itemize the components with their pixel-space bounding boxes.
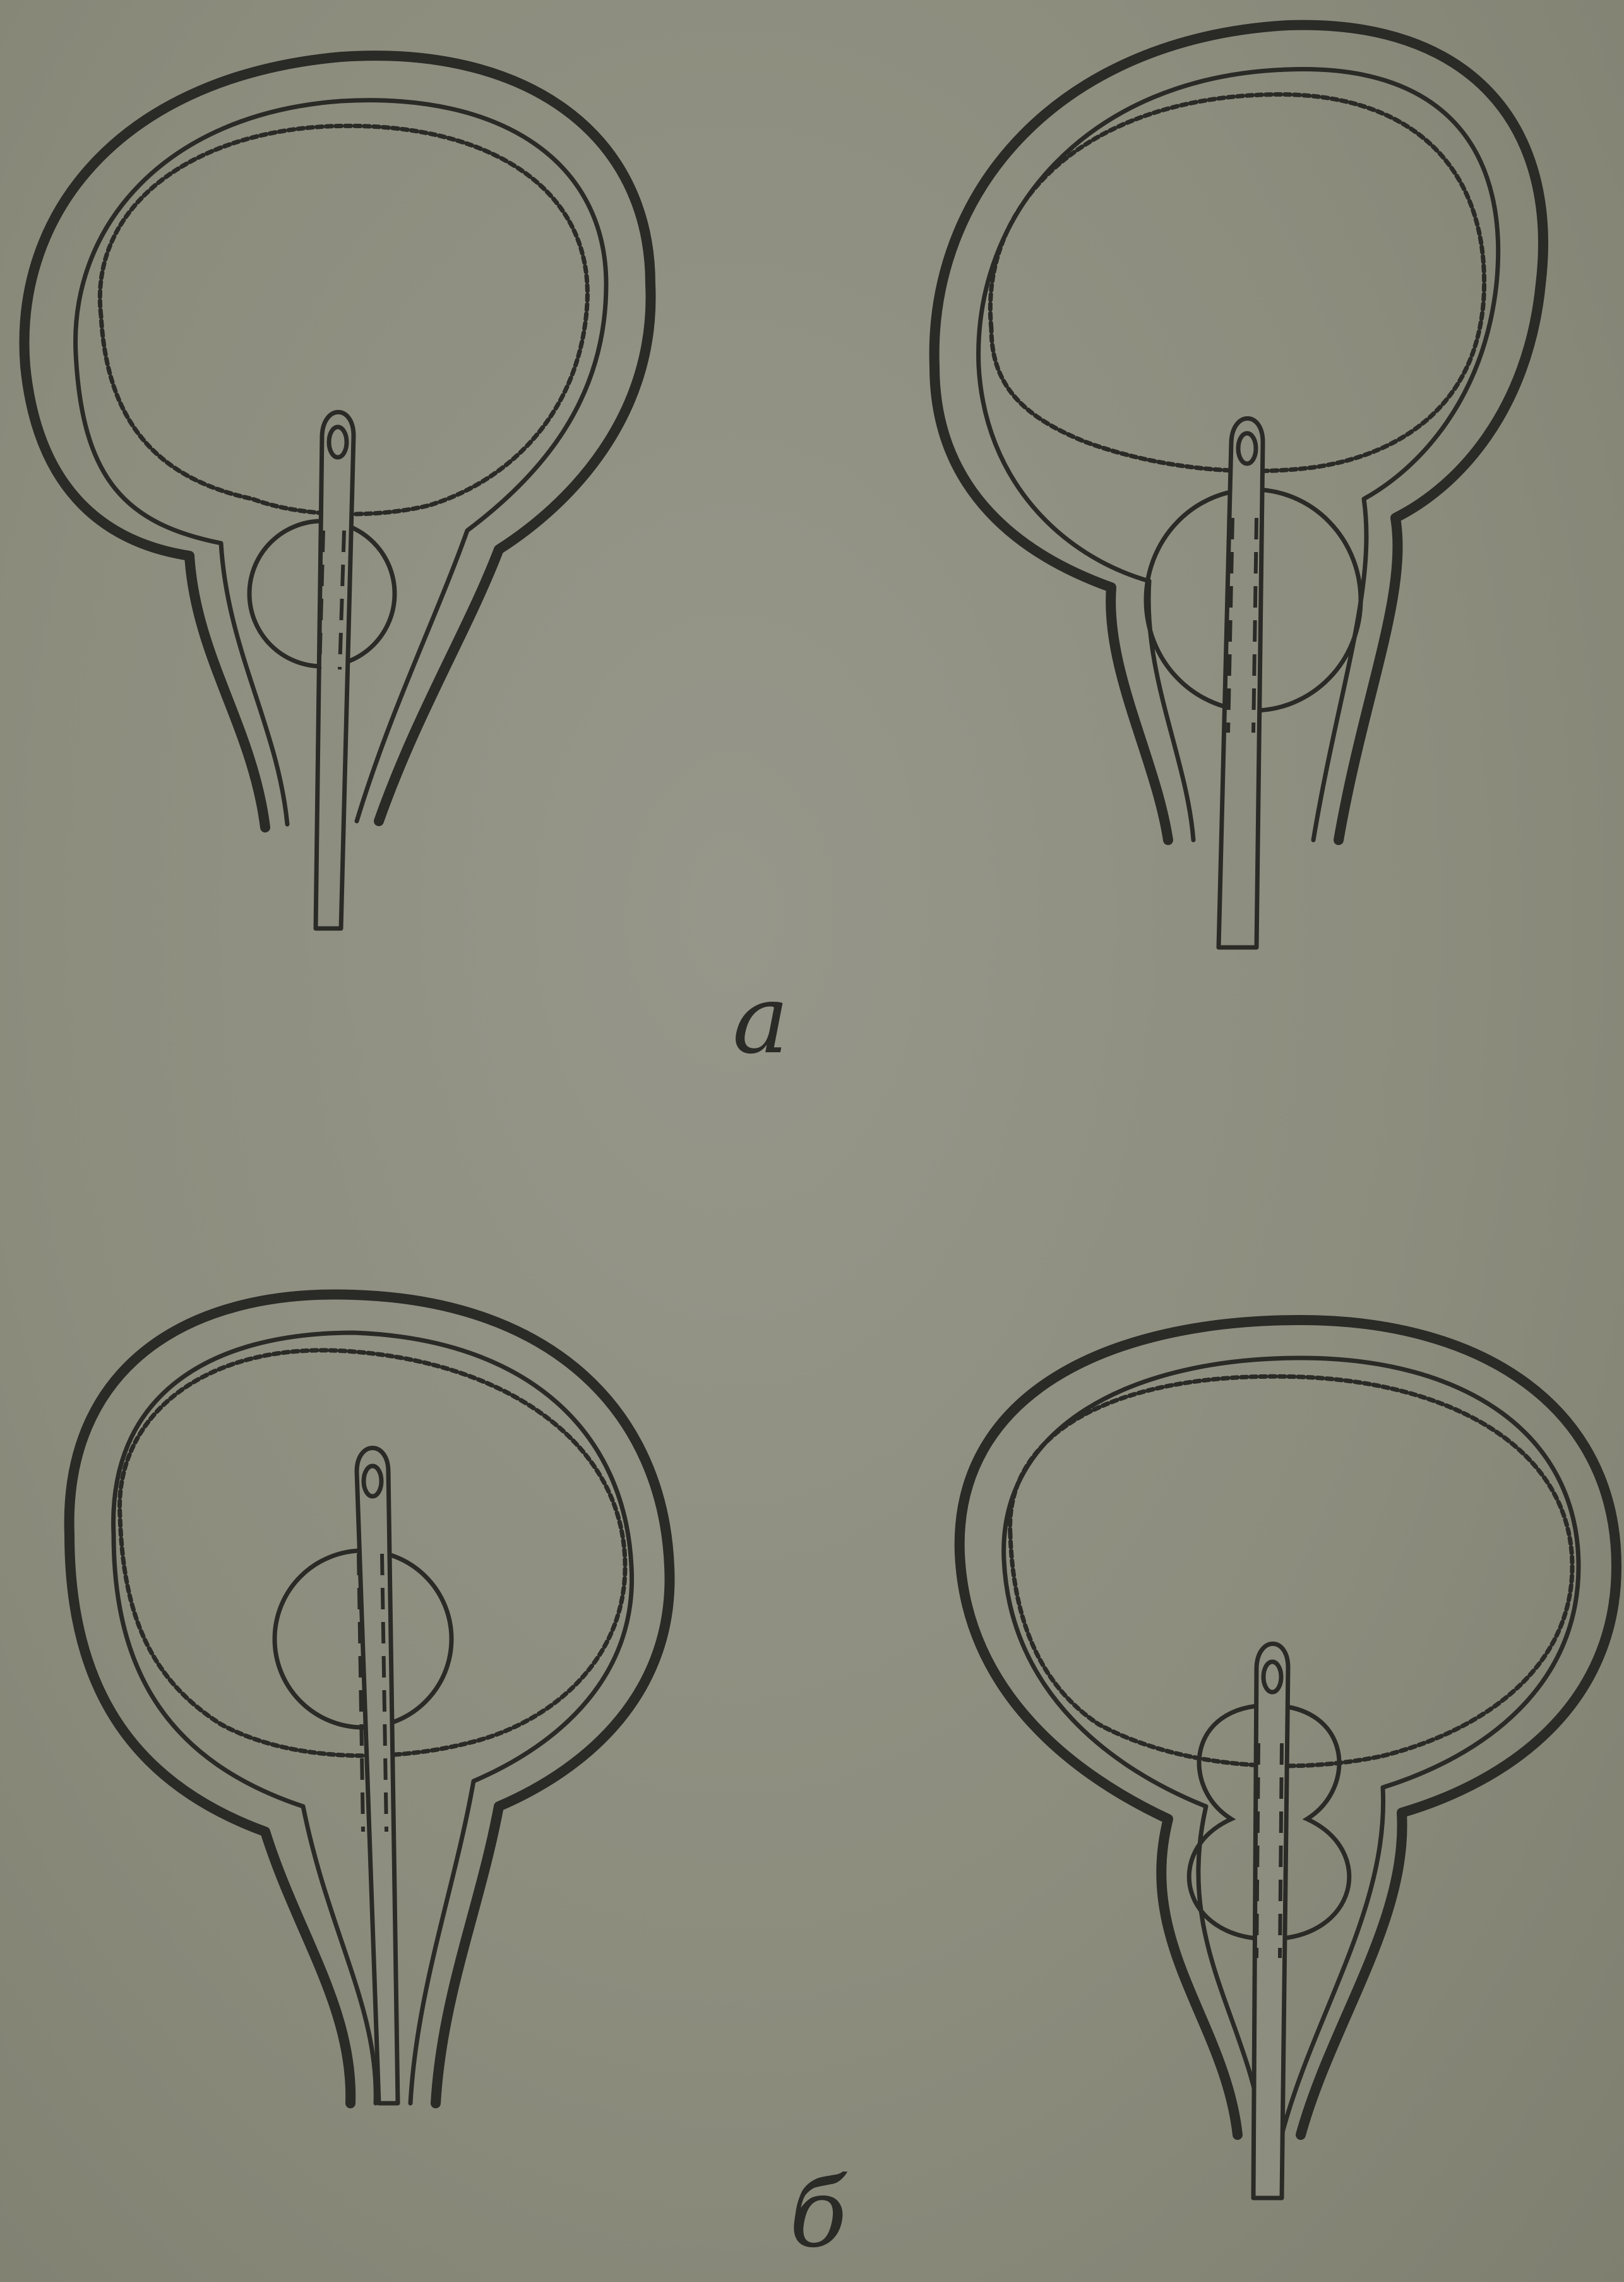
bladder-mucosa: [990, 94, 1484, 471]
group-a-label: a: [732, 973, 789, 1067]
catheter-tube: [316, 412, 354, 929]
group-b-label: б: [789, 2166, 847, 2261]
bladder-inner-wall: [1004, 1358, 1579, 2135]
panel-a-right: [934, 25, 1543, 947]
catheter-tube: [1219, 419, 1263, 948]
panel-b-right: [960, 1320, 1616, 2198]
panel-a-left: [24, 56, 650, 928]
panel-b-left: [69, 1294, 670, 2103]
